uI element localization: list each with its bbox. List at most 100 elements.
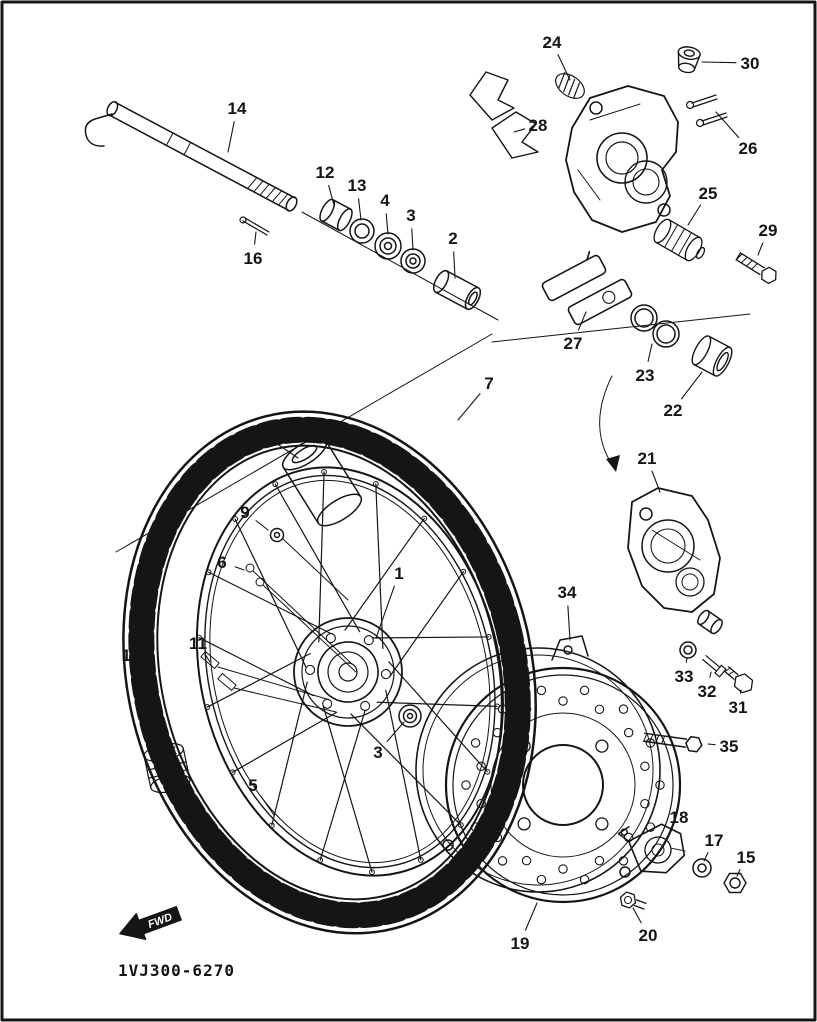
dust-cover xyxy=(143,742,191,794)
callout-leader-3 xyxy=(411,228,414,251)
caliper-bracket xyxy=(627,487,723,635)
axle-hook xyxy=(84,113,113,147)
spoke-parts xyxy=(134,563,357,713)
callout-1: 1 xyxy=(394,564,403,583)
disc-holes xyxy=(461,685,665,885)
callout-leader-35 xyxy=(707,743,716,746)
callout-leader-27 xyxy=(577,311,587,331)
callout-8: 8 xyxy=(259,426,268,445)
callout-3: 3 xyxy=(373,743,382,762)
axle-washer xyxy=(692,858,712,878)
callout-13: 13 xyxy=(348,176,367,195)
brake-pads xyxy=(541,250,633,326)
callout-leader-7 xyxy=(457,393,481,421)
callout-leader-15 xyxy=(736,869,741,877)
front-wheel xyxy=(122,410,537,935)
callout-23: 23 xyxy=(636,366,655,385)
callout-17: 17 xyxy=(705,831,724,850)
caliper-piston xyxy=(691,335,733,377)
pad-retainer-clips xyxy=(469,71,539,159)
callout-34: 34 xyxy=(558,583,577,602)
callout-29: 29 xyxy=(759,221,778,240)
callout-leader-1 xyxy=(375,585,395,639)
callout-leader-29 xyxy=(757,242,764,256)
callout-leader-30 xyxy=(701,61,737,64)
callout-14: 14 xyxy=(228,99,247,118)
callout-leader-31 xyxy=(739,689,742,694)
callout-leader-2 xyxy=(453,251,456,279)
piston-seals xyxy=(630,304,680,348)
cotter-pin xyxy=(239,216,270,236)
axle-spacer xyxy=(432,269,482,311)
clutch-washer xyxy=(269,527,349,601)
callout-28: 28 xyxy=(529,116,548,135)
callout-leader-22 xyxy=(680,371,703,400)
callout-20: 20 xyxy=(639,926,658,945)
callout-7: 7 xyxy=(484,374,493,393)
callout-leader-21 xyxy=(651,470,661,493)
wheel-bearing-lower xyxy=(400,248,426,274)
callout-leader-19 xyxy=(524,902,538,931)
callout-leader-12 xyxy=(328,184,335,206)
hub xyxy=(293,617,403,727)
callout-2: 2 xyxy=(448,229,457,248)
callout-leader-32 xyxy=(709,671,712,678)
callout-leader-14 xyxy=(227,121,235,153)
callout-22: 22 xyxy=(664,401,683,420)
bracket-washer xyxy=(679,641,697,659)
speedo-collar xyxy=(281,437,363,527)
spokes xyxy=(196,469,500,875)
callout-leader-10 xyxy=(135,667,143,683)
callout-5: 5 xyxy=(248,776,257,795)
caliper-bolt xyxy=(735,252,777,285)
callout-25: 25 xyxy=(699,184,718,203)
diagram-code: 1VJ300-6270 xyxy=(118,961,235,980)
callout-21: 21 xyxy=(638,449,657,468)
callout-leader-8 xyxy=(275,442,299,459)
bracket-bolt xyxy=(724,666,754,694)
speedo-drive-unit xyxy=(617,823,686,874)
callout-leader-11 xyxy=(204,654,211,663)
front-axle xyxy=(84,101,298,212)
callout-leader-34 xyxy=(567,605,571,641)
callout-3: 3 xyxy=(406,206,415,225)
brake-disc xyxy=(444,666,682,904)
callout-18: 18 xyxy=(670,808,689,827)
caliper-boot xyxy=(653,218,706,262)
callout-35: 35 xyxy=(720,737,739,756)
callout-16: 16 xyxy=(244,249,263,268)
callout-leader-3 xyxy=(386,721,405,742)
axle-collar xyxy=(319,198,353,232)
hub-bearing xyxy=(398,704,422,728)
oil-seal xyxy=(349,218,375,244)
brake-caliper xyxy=(565,85,679,233)
callout-leader-13 xyxy=(358,198,362,221)
disc-bolt xyxy=(643,732,703,753)
bleeder-cap xyxy=(677,46,701,74)
callouts: 1424302826121343216252927232278921613410… xyxy=(122,33,778,953)
callout-12: 12 xyxy=(316,163,335,182)
callout-leader-23 xyxy=(647,343,653,362)
callout-11: 11 xyxy=(189,634,207,653)
fwd-arrow: FWD xyxy=(119,906,182,941)
disc-mount-bolt xyxy=(619,891,647,910)
callout-leader-28 xyxy=(513,128,526,133)
callout-leader-16 xyxy=(254,231,257,245)
wheel-bearing-upper xyxy=(374,232,402,260)
axle-nut xyxy=(723,872,747,894)
callout-10: 10 xyxy=(122,646,141,665)
arrowhead xyxy=(606,455,620,472)
callout-24: 24 xyxy=(543,33,562,52)
callout-4: 4 xyxy=(380,191,390,210)
tire xyxy=(122,410,537,935)
tire-knobs xyxy=(128,416,531,929)
callout-leader-5 xyxy=(260,795,275,816)
callout-leader-6 xyxy=(234,566,245,571)
bracket-screw xyxy=(702,655,727,678)
callout-27: 27 xyxy=(564,334,583,353)
callout-30: 30 xyxy=(741,54,760,73)
callout-leader-25 xyxy=(687,204,702,226)
